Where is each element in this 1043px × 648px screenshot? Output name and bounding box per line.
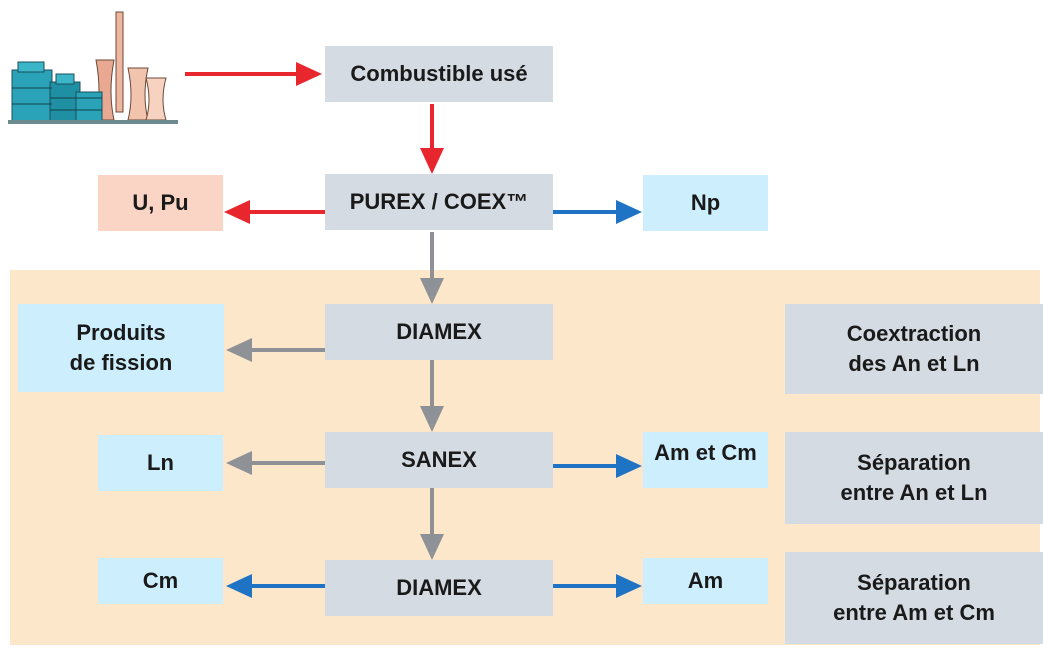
produits-de-fission-box: Produits de fission xyxy=(18,304,224,392)
arrow-purex-to-upu xyxy=(224,200,325,224)
am-box: Am xyxy=(643,558,768,604)
cm-box: Cm xyxy=(98,558,223,604)
arrow-purex-to-np xyxy=(553,200,642,224)
arrow-combustible-to-purex xyxy=(420,104,444,174)
diamex-separation-box: DIAMEX xyxy=(325,560,553,616)
step-separation-an-ln-label: Séparation entre An et Ln xyxy=(785,432,1043,524)
step-coextraction-label: Coextraction des An et Ln xyxy=(785,304,1043,394)
np-box: Np xyxy=(643,175,768,231)
combustible-use-box: Combustible usé xyxy=(325,46,553,102)
arrow-plant-to-combustible xyxy=(185,62,322,86)
u-pu-box: U, Pu xyxy=(98,175,223,231)
diamex-coextraction-box: DIAMEX xyxy=(325,304,553,360)
ln-box: Ln xyxy=(98,435,223,491)
nuclear-plant-icon xyxy=(8,11,178,124)
sanex-box: SANEX xyxy=(325,432,553,488)
step-separation-am-cm-label: Séparation entre Am et Cm xyxy=(785,552,1043,644)
purex-coex-box: PUREX / COEX™ xyxy=(325,174,553,230)
am-et-cm-box: Am et Cm xyxy=(643,432,768,488)
